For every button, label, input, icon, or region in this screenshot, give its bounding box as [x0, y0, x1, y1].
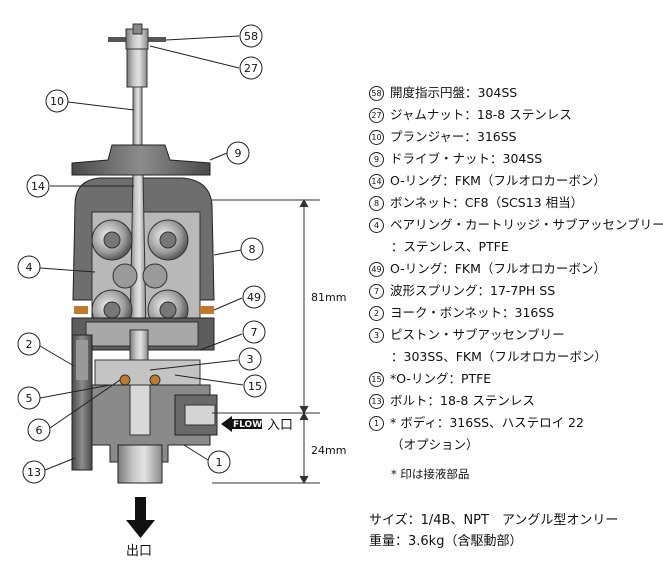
svg-text:14: 14: [31, 180, 45, 193]
callout-2: 2: [17, 332, 41, 356]
legend-text: ：ステンレス、PTFE: [391, 239, 509, 254]
svg-text:49: 49: [247, 291, 261, 304]
callout-58: 58: [239, 24, 263, 48]
svg-text:13: 13: [27, 466, 41, 479]
valve-illustration: [71, 23, 218, 538]
legend-text: 波形スプリング：17-7PH SS: [390, 283, 556, 298]
callout-10: 10: [45, 89, 69, 113]
dimension-lines: [212, 198, 320, 485]
svg-text:10: 10: [50, 95, 64, 108]
wetted-parts-note: * 印は接液部品: [391, 467, 470, 481]
legend-item-15: 15 *O-リング：PTFE: [369, 368, 661, 390]
legend-item-4: 4 ベアリング・カートリッジ・サブアッセンブリー: [369, 214, 663, 236]
svg-text:8: 8: [249, 243, 256, 256]
legend-item-10: 10 プランジャー：316SS: [369, 126, 661, 148]
legend-badge: 7: [369, 284, 384, 299]
legend-badge: 15: [369, 372, 384, 387]
svg-text:3: 3: [247, 353, 254, 366]
callout-6: 6: [27, 418, 51, 442]
callout-4: 4: [17, 255, 41, 279]
dimension-lower-label: 24mm: [311, 444, 346, 457]
legend-text: O-リング：FKM（フルオロカーボン）: [390, 173, 606, 188]
legend-badge: 10: [369, 130, 384, 145]
legend-text: （オプション）: [391, 437, 479, 452]
callout-13: 13: [22, 460, 46, 484]
svg-text:5: 5: [26, 392, 33, 405]
legend-text: 開度指示円盤：304SS: [390, 85, 518, 100]
legend-text: ヨーク・ボンネット：316SS: [390, 305, 555, 320]
flow-indicator: FLOW: [221, 416, 262, 432]
flow-label: FLOW: [233, 420, 262, 430]
legend-item-3-cont: ：303SS、FKM（フルオロカーボン）: [369, 346, 661, 368]
callout-9: 9: [226, 141, 250, 165]
drive-nut: [71, 144, 211, 176]
legend-item-4-cont: ：ステンレス、PTFE: [369, 236, 661, 258]
legend-text: ボルト：18-8 ステンレス: [390, 393, 535, 408]
svg-text:9: 9: [235, 147, 242, 160]
legend-item-1-cont: （オプション）: [369, 434, 661, 456]
svg-text:58: 58: [244, 30, 258, 43]
legend-text: ピストン・サブアッセンブリー: [390, 327, 565, 342]
callout-8: 8: [240, 237, 264, 261]
legend-item-8: 8 ボンネット：CF8（SCS13 相当）: [369, 192, 661, 214]
legend-item-7: 7 波形スプリング：17-7PH SS: [369, 280, 661, 302]
legend-item-27: 27 ジャムナット：18-8 ステンレス: [369, 104, 661, 126]
svg-text:4: 4: [26, 261, 33, 274]
legend-badge: 13: [369, 394, 384, 409]
legend-item-14: 14 O-リング：FKM（フルオロカーボン）: [369, 170, 661, 192]
outlet-port: [117, 444, 163, 484]
svg-text:2: 2: [26, 338, 33, 351]
callout-27: 27: [239, 56, 263, 80]
callout-1: 1: [207, 450, 231, 474]
legend-text: ベアリング・カートリッジ・サブアッセンブリー: [390, 217, 663, 232]
dimension-upper-label: 81mm: [311, 291, 346, 304]
legend-item-13: 13 ボルト：18-8 ステンレス: [369, 390, 661, 412]
callout-49: 49: [242, 285, 266, 309]
legend-badge: 58: [369, 86, 384, 101]
callout-7: 7: [242, 320, 266, 344]
legend-text: O-リング：FKM（フルオロカーボン）: [390, 261, 606, 276]
legend-text: ボンネット：CF8（SCS13 相当）: [390, 195, 584, 210]
callout-14: 14: [26, 174, 50, 198]
legend-badge: 14: [369, 174, 384, 189]
threaded-stem: [126, 48, 148, 88]
svg-text:1: 1: [216, 456, 223, 469]
callout-3: 3: [238, 347, 262, 371]
leader-lines: [39, 35, 244, 471]
legend-badge: 4: [369, 218, 384, 233]
legend-badge: 3: [369, 328, 384, 343]
plunger-rod: [132, 86, 143, 148]
legend-item-49: 49 O-リング：FKM（フルオロカーボン）: [369, 258, 661, 280]
legend-badge: 8: [369, 196, 384, 211]
legend-badge: 1: [369, 416, 384, 431]
legend-text: プランジャー：316SS: [390, 129, 517, 144]
outlet-arrow: [126, 497, 155, 538]
legend-text: ドライブ・ナット：304SS: [390, 151, 543, 166]
svg-text:7: 7: [251, 326, 258, 339]
legend-text: ：303SS、FKM（フルオロカーボン）: [391, 349, 607, 364]
legend-badge: 9: [369, 152, 384, 167]
legend-item-2: 2 ヨーク・ボンネット：316SS: [369, 302, 661, 324]
legend-item-9: 9 ドライブ・ナット：304SS: [369, 148, 661, 170]
size-spec: サイズ：1/4B、NPT アングル型オンリー: [369, 513, 619, 528]
legend-badge: 49: [369, 262, 384, 277]
svg-text:15: 15: [248, 380, 262, 393]
legend-text: *O-リング：PTFE: [390, 371, 492, 386]
legend-item-1: 1 * ボディ：316SS、ハステロイ 22: [369, 412, 661, 434]
inlet-label: 入口: [267, 418, 293, 433]
legend-item-3: 3 ピストン・サブアッセンブリー: [369, 324, 661, 346]
callout-5: 5: [17, 386, 41, 410]
weight-spec: 重量：3.6kg（含駆動部）: [369, 534, 523, 549]
svg-text:27: 27: [244, 62, 258, 75]
callout-15: 15: [243, 374, 267, 398]
legend-badge: 2: [369, 306, 384, 321]
outlet-label: 出口: [126, 544, 152, 559]
legend-badge: 27: [369, 108, 384, 123]
legend-text: * ボディ：316SS、ハステロイ 22: [390, 415, 584, 430]
legend-text: ジャムナット：18-8 ステンレス: [390, 107, 572, 122]
legend-item-58: 58 開度指示円盤：304SS: [369, 82, 661, 104]
svg-text:6: 6: [36, 424, 43, 437]
